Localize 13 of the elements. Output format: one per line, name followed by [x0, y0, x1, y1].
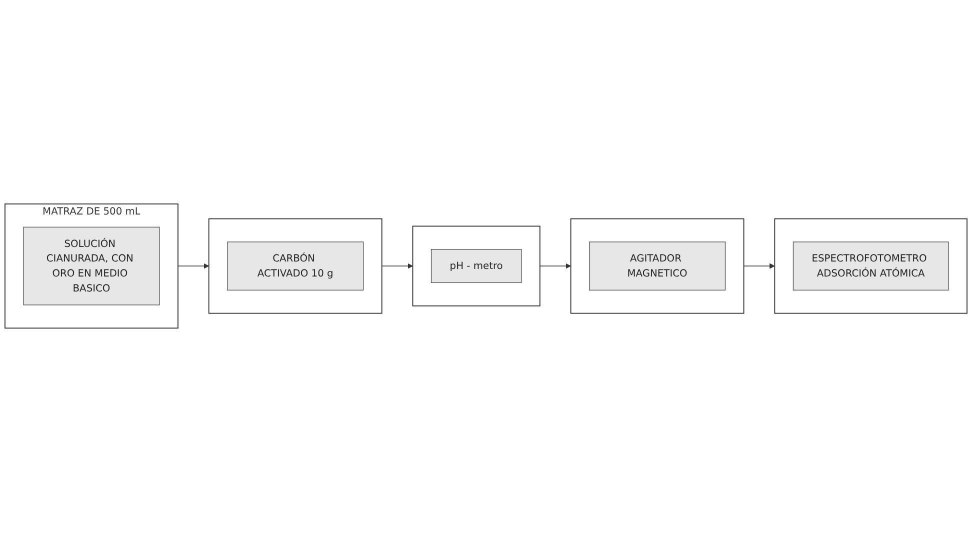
cluster — [774, 218, 968, 314]
arrow — [178, 264, 210, 270]
node-box: SOLUCIÓN CIANURADA, CON ORO EN MEDIO BASICO — [23, 227, 160, 306]
node-box: AGITADOR MAGNETICO — [589, 242, 726, 291]
arrow — [540, 264, 572, 270]
arrow — [381, 264, 413, 270]
node-box: CARBÓN ACTIVADO 10 g — [227, 242, 364, 291]
node-box: ESPECTROFOTOMETRO ADSORCIÓN ATÓMICA — [792, 242, 949, 291]
cluster — [412, 226, 540, 307]
arrow — [743, 264, 775, 270]
node-box: pH - metro — [430, 250, 522, 284]
cluster — [570, 218, 744, 314]
cluster — [208, 218, 382, 314]
